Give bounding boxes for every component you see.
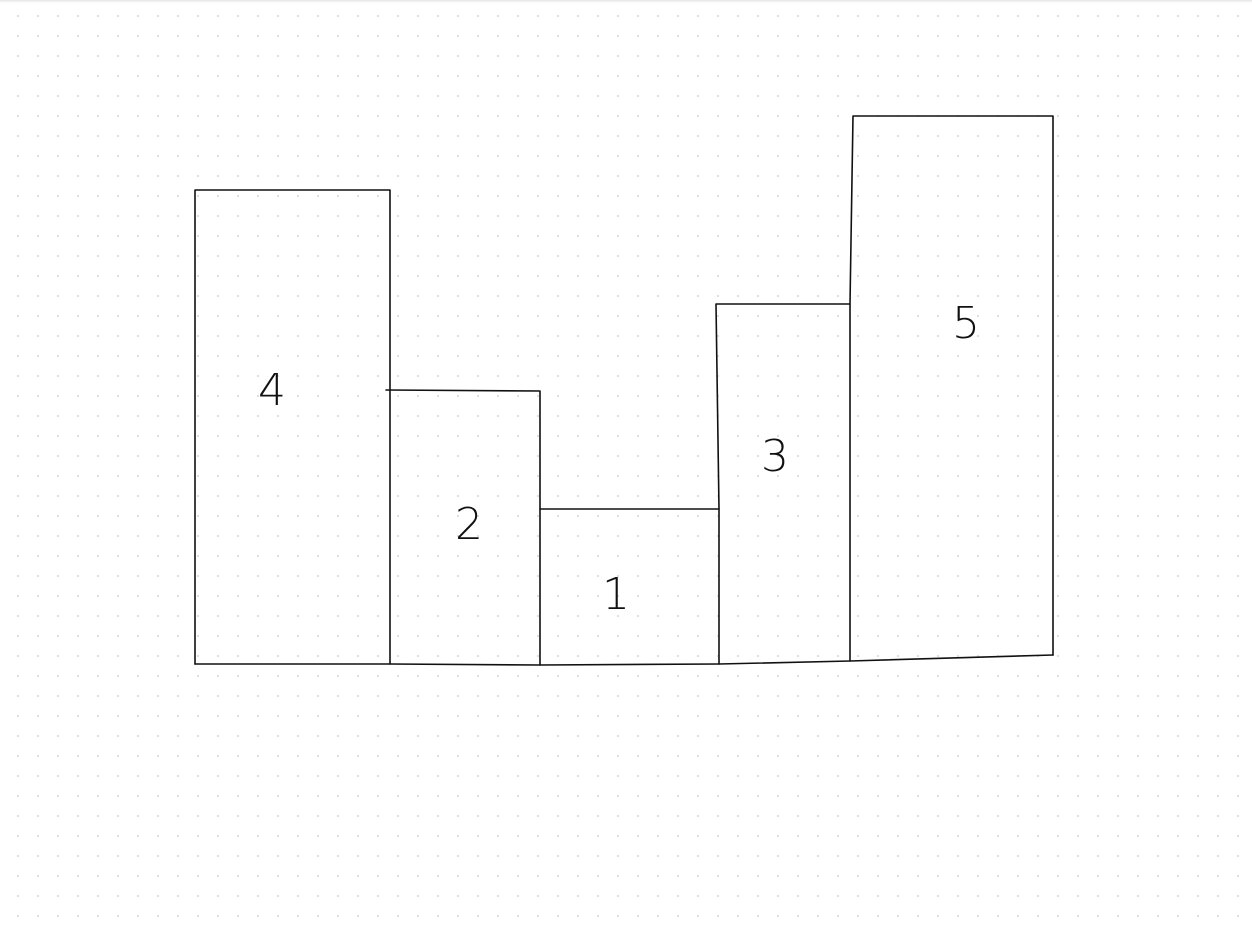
block-5: 5 — [849, 115, 1054, 656]
block-3: 3 — [715, 303, 851, 662]
block-2-label: 2 — [455, 499, 483, 550]
block-2: 2 — [385, 389, 541, 666]
block-1-label: 1 — [602, 569, 630, 620]
canvas-top-edge — [0, 0, 1252, 3]
block-4: 4 — [194, 189, 391, 665]
baseline — [194, 654, 1054, 666]
block-5-label: 5 — [952, 298, 980, 349]
block-5-outline — [849, 115, 1054, 656]
block-2-outline — [385, 389, 541, 666]
block-3-label: 3 — [761, 431, 789, 482]
block-3-outline — [715, 303, 851, 662]
block-4-label: 4 — [258, 365, 286, 416]
block-1: 1 — [539, 508, 720, 665]
block-4-outline — [194, 189, 391, 665]
